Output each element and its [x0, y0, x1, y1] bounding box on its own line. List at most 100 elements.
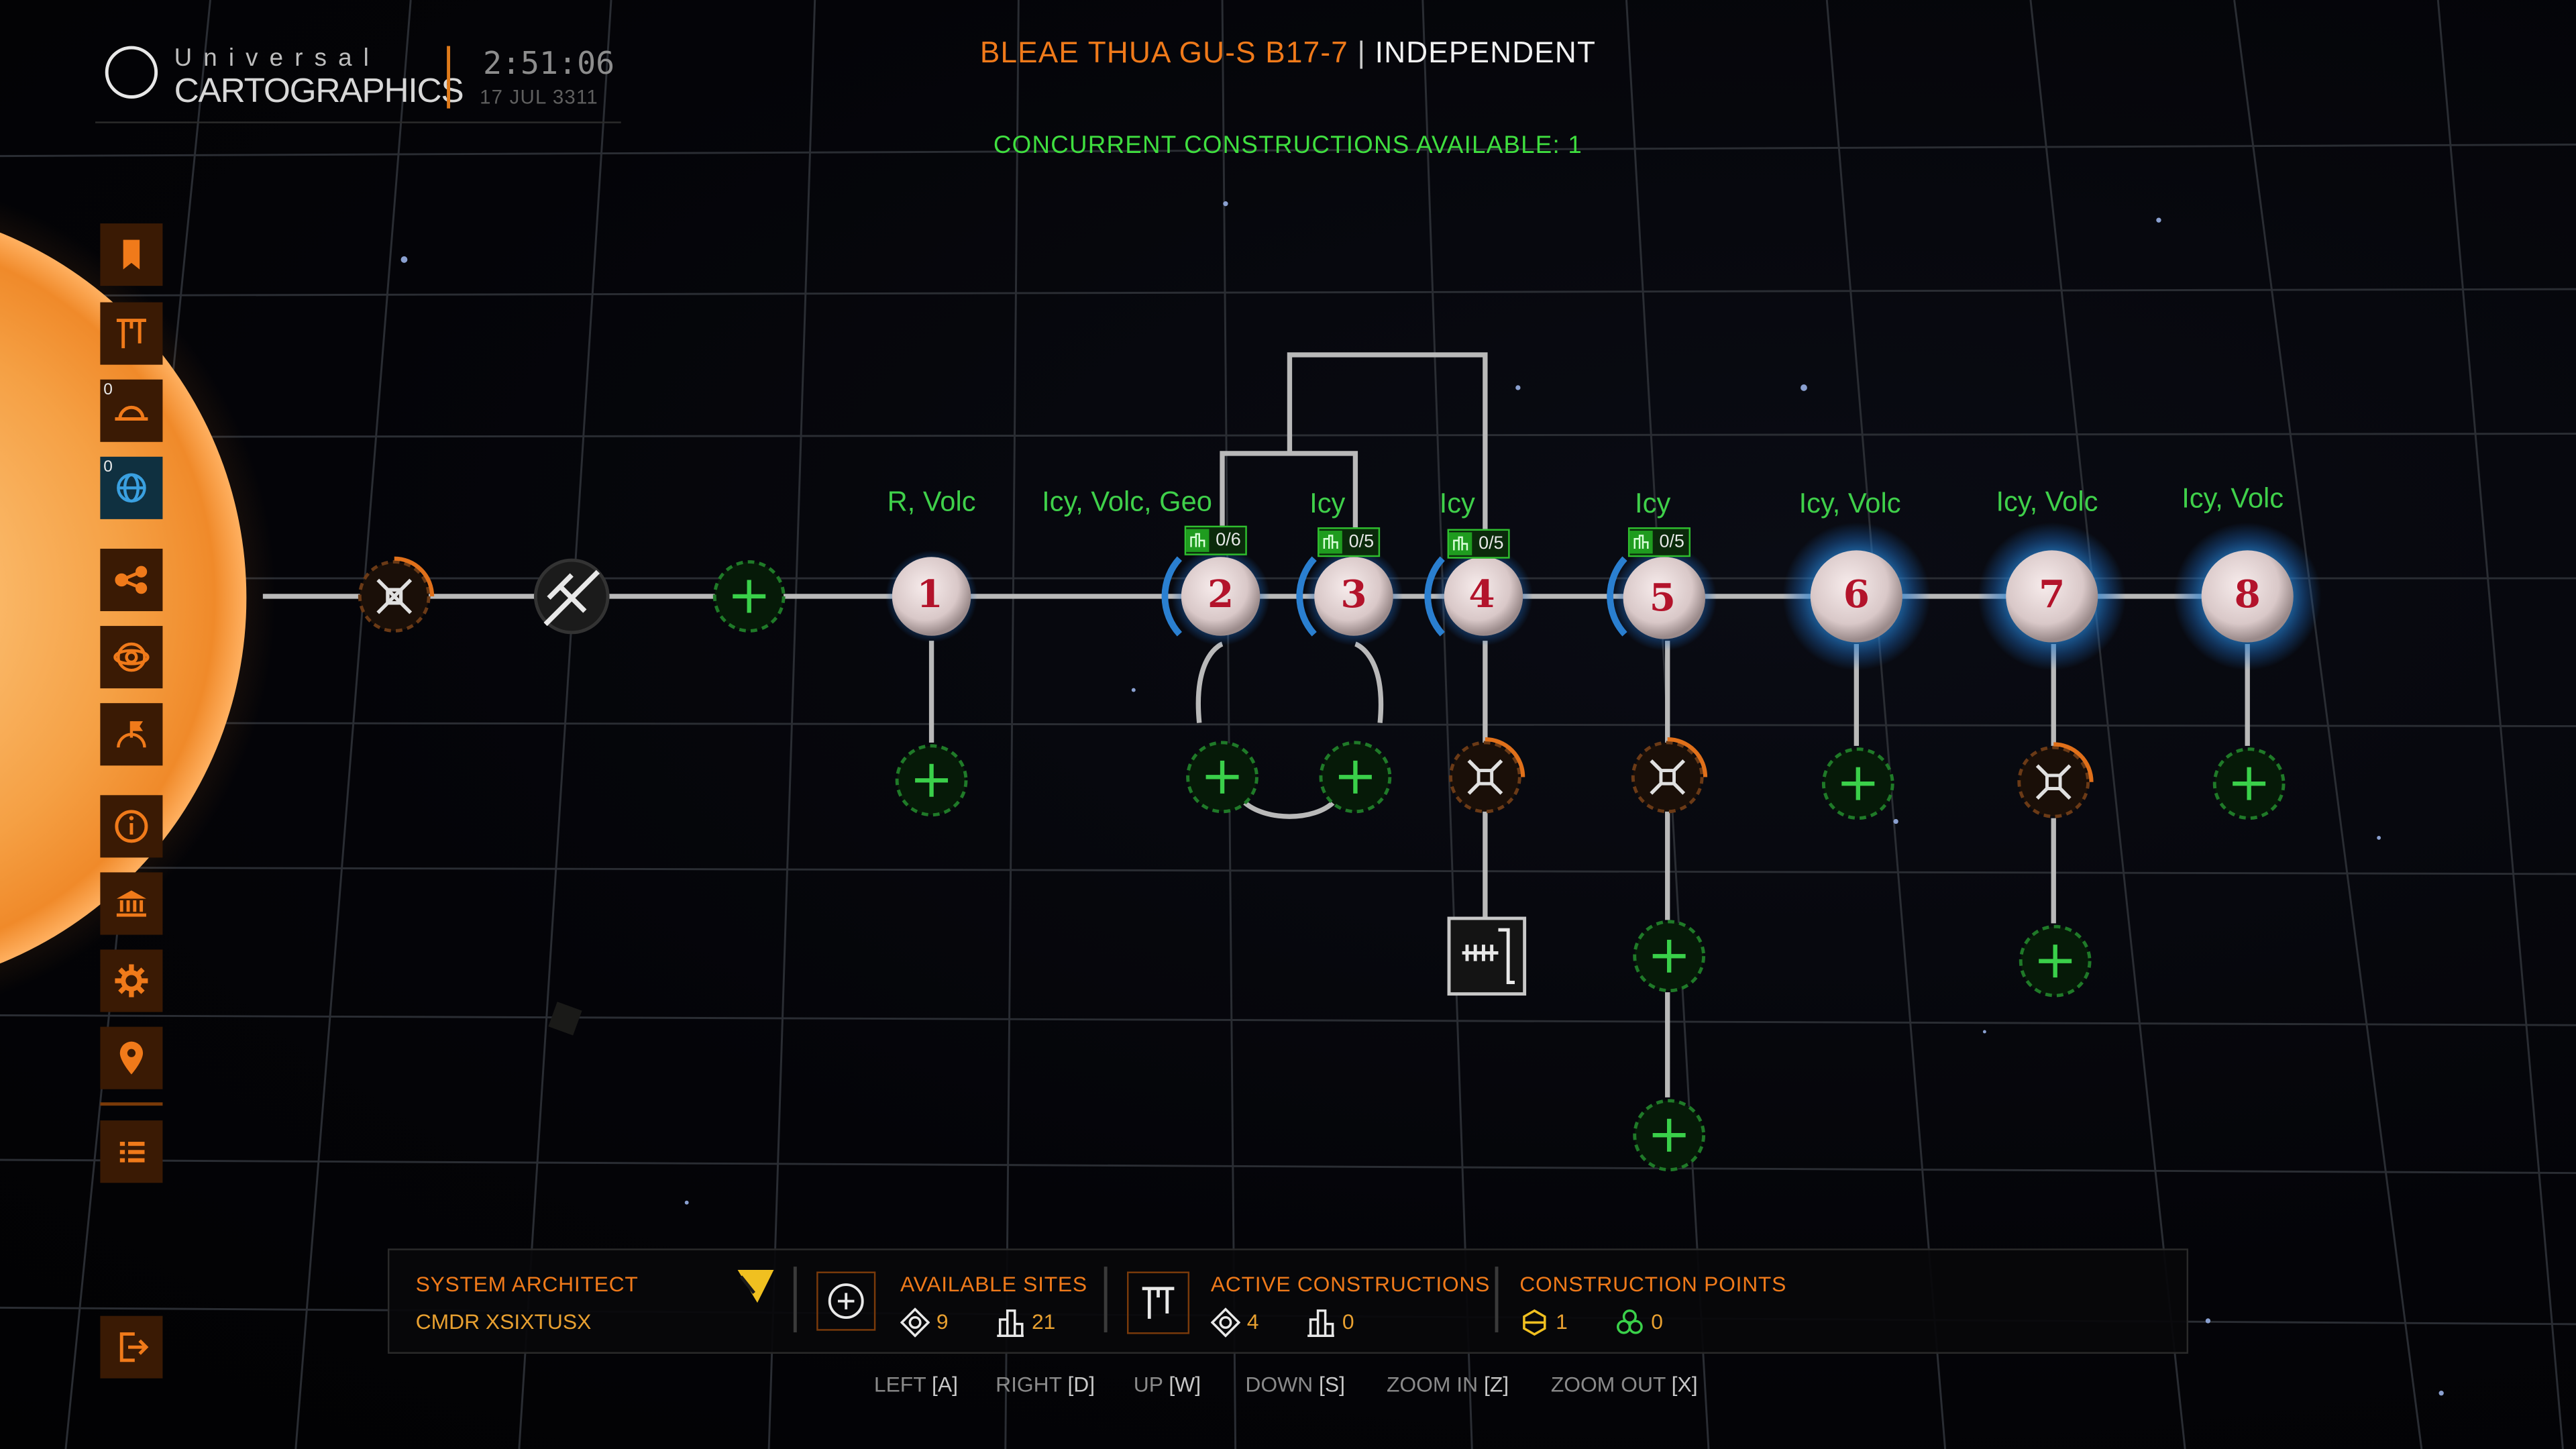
logo-top-text: Universal — [174, 44, 381, 72]
planet-flag-icon — [117, 721, 146, 748]
construction-button[interactable] — [100, 302, 163, 365]
planet-1-number: 1 — [916, 572, 943, 617]
planet-3[interactable] — [1296, 547, 1403, 646]
surface-site-icon — [1449, 532, 1472, 555]
planet-3-sites-badge[interactable]: 0/5 — [1318, 527, 1381, 557]
planet-6-label: Icy, Volc — [1799, 488, 1901, 519]
planet-5-badge-count: 0/5 — [1659, 532, 1684, 552]
orbit-button[interactable] — [100, 626, 163, 689]
available-sites-label: AVAILABLE SITES — [900, 1271, 1087, 1297]
panel-divider — [1495, 1267, 1499, 1333]
add-site-icon[interactable] — [1633, 1099, 1706, 1172]
control-zoom-in[interactable]: ZOOM IN [Z] — [1386, 1371, 1509, 1397]
planet-6-number: 6 — [1843, 572, 1870, 617]
available-sites-icon — [816, 1271, 876, 1331]
surface-site-small-icon — [1307, 1309, 1334, 1338]
network-nodes-icon — [115, 566, 148, 594]
construction-crane-icon — [116, 319, 146, 349]
orbital-site-icon[interactable] — [1631, 737, 1708, 814]
planet-3-badge-count: 0/5 — [1348, 532, 1375, 552]
available-orbital-count: 9 — [936, 1309, 949, 1334]
add-site-icon[interactable] — [1319, 741, 1392, 814]
add-site-icon[interactable] — [1821, 747, 1894, 820]
concurrent-constructions: CONCURRENT CONSTRUCTIONS AVAILABLE: 1 — [993, 131, 1583, 160]
bank-button[interactable] — [100, 872, 163, 935]
planet-ring-count: 0 — [103, 381, 113, 400]
architect-flag-icon — [737, 1270, 774, 1303]
add-site-icon[interactable] — [712, 560, 786, 633]
title-separator: | — [1357, 36, 1366, 69]
planet-ring-button[interactable]: 0 — [100, 379, 163, 442]
planet-1[interactable] — [885, 550, 978, 643]
orbital-site-icon[interactable] — [358, 556, 435, 633]
surface-site-icon — [1319, 531, 1342, 554]
control-down[interactable]: DOWN [S] — [1245, 1371, 1345, 1397]
surface-site-icon — [1186, 529, 1210, 552]
planet-3-label: Icy — [1309, 488, 1346, 519]
panel-divider — [1104, 1267, 1108, 1333]
add-site-icon[interactable] — [1633, 920, 1706, 993]
orbital-site-icon[interactable] — [1449, 737, 1525, 814]
planet-flag-button[interactable] — [100, 703, 163, 766]
control-right[interactable]: RIGHT [D] — [996, 1371, 1095, 1397]
orbital-site-small-icon — [1210, 1307, 1240, 1338]
control-left[interactable]: LEFT [A] — [873, 1371, 958, 1397]
add-site-icon[interactable] — [2019, 924, 2092, 998]
add-site-icon[interactable] — [2212, 747, 2286, 820]
orbit-target-icon — [113, 642, 150, 672]
surface-site-small-icon — [997, 1309, 1024, 1338]
planet-2-label: Icy, Volc, Geo — [1042, 486, 1212, 518]
system-title: BLEAE THUA GU-S B17-7 | INDEPENDENT — [0, 36, 2576, 70]
system-name: BLEAE THUA GU-S B17-7 — [979, 36, 1349, 69]
tier2-points-icon — [1616, 1309, 1643, 1334]
list-button[interactable] — [100, 1120, 163, 1183]
bank-icon — [116, 890, 146, 917]
control-zoom-out[interactable]: ZOOM OUT [X] — [1550, 1371, 1698, 1397]
active-constructions-icon — [1127, 1271, 1190, 1334]
planet-7[interactable] — [1978, 522, 2126, 671]
surface-site-icon — [1629, 531, 1653, 554]
planet-2-sites-badge[interactable]: 0/6 — [1184, 525, 1248, 555]
active-orbital-count: 4 — [1246, 1309, 1259, 1334]
location-pin-icon — [119, 1041, 144, 1075]
logo-divider — [447, 46, 451, 109]
planet-2[interactable] — [1161, 547, 1271, 646]
tier1-points-count: 1 — [1556, 1309, 1568, 1334]
sidebar-divider — [100, 1102, 163, 1106]
network-button[interactable] — [100, 548, 163, 612]
planet-4[interactable] — [1424, 547, 1533, 646]
planet-2-badge-count: 0/6 — [1216, 531, 1241, 551]
globe-count: 0 — [103, 458, 113, 477]
control-up[interactable]: UP [W] — [1133, 1371, 1201, 1397]
list-icon — [119, 1142, 145, 1163]
planet-8-label: Icy, Volc — [2182, 483, 2284, 515]
add-site-icon[interactable] — [1186, 741, 1258, 814]
bookmark-icon — [123, 239, 140, 270]
add-site-icon[interactable] — [895, 744, 968, 817]
info-button[interactable] — [100, 795, 163, 858]
planet-5[interactable] — [1607, 545, 1717, 651]
bookmark-button[interactable] — [100, 223, 163, 286]
planet-6[interactable] — [1782, 522, 1931, 671]
planet-8[interactable] — [2174, 522, 2322, 671]
orbital-site-small-icon — [900, 1307, 930, 1338]
surface-settlement-icon[interactable] — [1447, 916, 1527, 996]
globe-button[interactable]: 0 — [100, 456, 163, 519]
settings-button[interactable] — [100, 949, 163, 1012]
exit-button[interactable] — [100, 1316, 163, 1379]
exit-icon — [119, 1332, 149, 1362]
planet-5-sites-badge[interactable]: 0/5 — [1627, 527, 1691, 557]
globe-icon — [117, 473, 146, 503]
status-panel: SYSTEM ARCHITECT CMDR XSIXTUSX AVAILABLE… — [387, 1248, 2189, 1354]
orbital-site-icon[interactable] — [2017, 742, 2094, 818]
location-button[interactable] — [100, 1026, 163, 1089]
universal-cartographics-logo: Universal CARTOGRAPHICS 2:51:06 17 JUL 3… — [95, 36, 621, 123]
planet-4-sites-badge[interactable]: 0/5 — [1447, 529, 1511, 559]
active-constructions-label: ACTIVE CONSTRUCTIONS — [1210, 1271, 1491, 1297]
available-surface-count: 21 — [1031, 1309, 1056, 1334]
planet-7-number: 7 — [2039, 572, 2065, 617]
planet-1-label: R, Volc — [887, 486, 976, 518]
active-surface-count: 0 — [1342, 1309, 1354, 1334]
satellite-icon[interactable] — [533, 558, 610, 635]
